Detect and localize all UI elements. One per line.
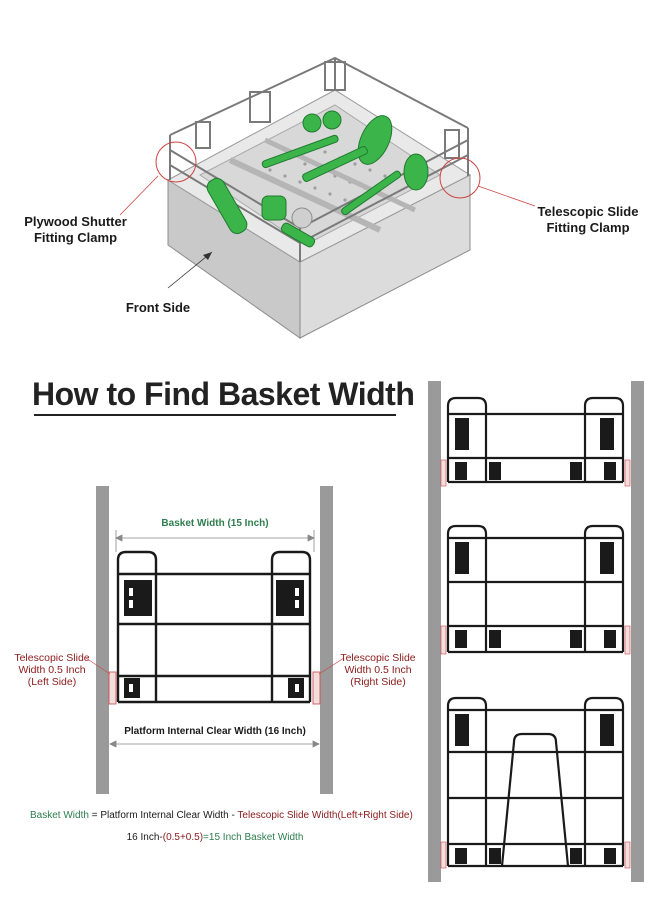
right-slide-line-2: Width 0.5 Inch (344, 664, 412, 676)
right-slide-line-1: Telescopic Slide (340, 652, 416, 664)
formula-line-2: 16 Inch-(0.5+0.5)=15 Inch Basket Width (30, 832, 400, 843)
basket-width-label: Basket Width (15 Inch) (161, 518, 269, 529)
formula-line-1: Basket Width = Platform Internal Clear W… (30, 810, 413, 821)
left-clamp-line-1: Plywood Shutter (24, 214, 127, 229)
right-slide-label: Telescopic Slide Width 0.5 Inch (Right S… (340, 652, 416, 688)
left-slide-line-3: (Left Side) (27, 676, 77, 688)
formula-result: =15 Inch Basket Width (203, 832, 304, 843)
formula-slide-value: (0.5+0.5) (162, 832, 204, 843)
left-wall (96, 486, 109, 794)
basket-photo (119, 56, 536, 339)
right-clamp-label: Telescopic Slide Fitting Clamp (532, 204, 644, 236)
page-title: How to Find Basket Width (32, 376, 415, 412)
title-underline (34, 414, 396, 416)
right-clamp-line-2: Fitting Clamp (546, 220, 630, 235)
left-slide-line-2: Width 0.5 Inch (18, 664, 86, 676)
right-clamp-line-1: Telescopic Slide (537, 204, 639, 219)
left-slide-label: Telescopic Slide Width 0.5 Inch (Left Si… (14, 652, 90, 688)
side-wall-left (428, 381, 441, 882)
formula-platform-value: 16 Inch- (126, 832, 163, 843)
left-slide-line-1: Telescopic Slide (14, 652, 90, 664)
left-clamp-label: Plywood Shutter Fitting Clamp (18, 214, 133, 246)
left-clamp-line-2: Fitting Clamp (33, 230, 118, 245)
right-slide-line-3: (Right Side) (350, 676, 406, 688)
formula-basket-width: Basket Width (30, 810, 89, 821)
side-wall-right (631, 381, 644, 882)
front-side-label: Front Side (125, 300, 191, 315)
formula-equals: = Platform Internal Clear Width - (88, 810, 238, 821)
right-wall (320, 486, 333, 794)
platform-width-label: Platform Internal Clear Width (16 Inch) (124, 726, 306, 737)
formula-slide-width: Telescopic Slide Width(Left+Right Side) (237, 810, 413, 821)
